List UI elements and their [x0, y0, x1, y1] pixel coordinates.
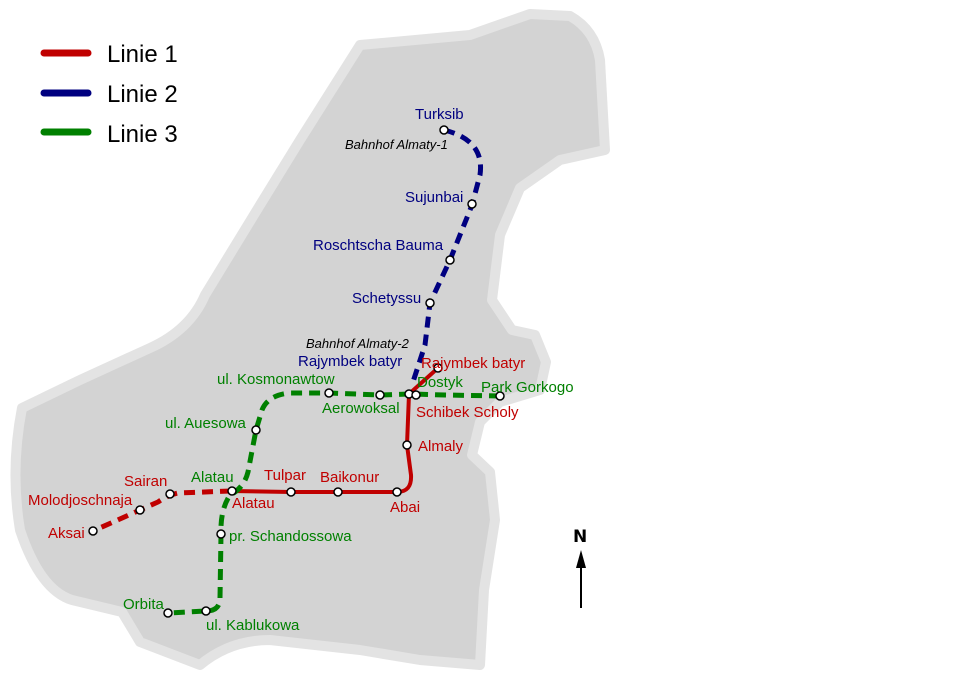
label-sairan: Sairan [124, 473, 167, 490]
north-label: N [573, 527, 587, 547]
label-alatau-l3: Alatau [191, 469, 234, 486]
label-sujunbai: Sujunbai [405, 189, 463, 206]
label-almaly: Almaly [418, 438, 464, 455]
label-kablukowa: ul. Kablukowa [206, 617, 300, 634]
legend-label-line-2: Linie 2 [107, 81, 178, 108]
station-schandossowa[interactable] [216, 529, 226, 539]
station-tulpar[interactable] [286, 487, 296, 497]
label-tulpar: Tulpar [264, 467, 306, 484]
label-baikonur: Baikonur [320, 469, 379, 486]
label-rajymbek-batyr-l2: Rajymbek batyr [298, 353, 402, 370]
station-rajymbek-batyr[interactable] [433, 363, 443, 373]
label-aerowoksal: Aerowoksal [322, 400, 400, 417]
label-aksai: Aksai [48, 525, 85, 542]
north-arrow: N [573, 527, 587, 608]
station-dostyk[interactable] [411, 390, 421, 400]
station-sujunbai[interactable] [467, 199, 477, 209]
city-area [10, 9, 610, 670]
label-turksib: Turksib [415, 106, 464, 123]
station-alatau[interactable] [227, 486, 237, 496]
station-molodjoschnaja[interactable] [135, 505, 145, 515]
note-bahnhof-almaty-1: Bahnhof Almaty-1 [345, 137, 448, 152]
label-alatau-l1: Alatau [232, 495, 275, 512]
station-sairan[interactable] [165, 489, 175, 499]
label-orbita: Orbita [123, 596, 165, 613]
station-park-gorkogo[interactable] [495, 391, 505, 401]
legend-label-line-1: Linie 1 [107, 41, 178, 68]
station-kablukowa[interactable] [201, 606, 211, 616]
label-rajymbek-batyr-l1: Rajymbek batyr [421, 355, 525, 372]
stations [88, 125, 505, 618]
line-2-track [409, 127, 484, 386]
station-aerowoksal[interactable] [375, 390, 385, 400]
label-abai: Abai [390, 499, 420, 516]
legend-label-line-3: Linie 3 [107, 121, 178, 148]
label-schetyssu: Schetyssu [352, 290, 421, 307]
station-roschtscha-bauma[interactable] [445, 255, 455, 265]
station-orbita[interactable] [163, 608, 173, 618]
label-park-gorkogo: Park Gorkogo [481, 379, 574, 396]
station-aksai[interactable] [88, 526, 98, 536]
station-abai[interactable] [392, 487, 402, 497]
station-almaly[interactable] [402, 440, 412, 450]
line-1-extension [91, 488, 232, 534]
label-schibek-scholy: Schibek Scholy [416, 404, 519, 421]
north-arrow-head [576, 550, 586, 568]
line-1-track [230, 366, 440, 494]
station-kosmonawtow[interactable] [324, 388, 334, 398]
label-roschtscha-bauma: Roschtscha Bauma [313, 237, 444, 254]
label-molodjoschnaja: Molodjoschnaja [28, 492, 133, 509]
label-schandossowa: pr. Schandossowa [229, 528, 352, 545]
station-schetyssu[interactable] [425, 298, 435, 308]
station-baikonur[interactable] [333, 487, 343, 497]
station-auesowa[interactable] [251, 425, 261, 435]
station-turksib[interactable] [439, 125, 449, 135]
label-kosmonawtow: ul. Kosmonawtow [217, 371, 335, 388]
label-auesowa: ul. Auesowa [165, 415, 247, 432]
note-bahnhof-almaty-2: Bahnhof Almaty-2 [306, 336, 410, 351]
label-dostyk: Dostyk [417, 374, 463, 391]
legend: Linie 1 Linie 2 Linie 3 [40, 41, 178, 148]
